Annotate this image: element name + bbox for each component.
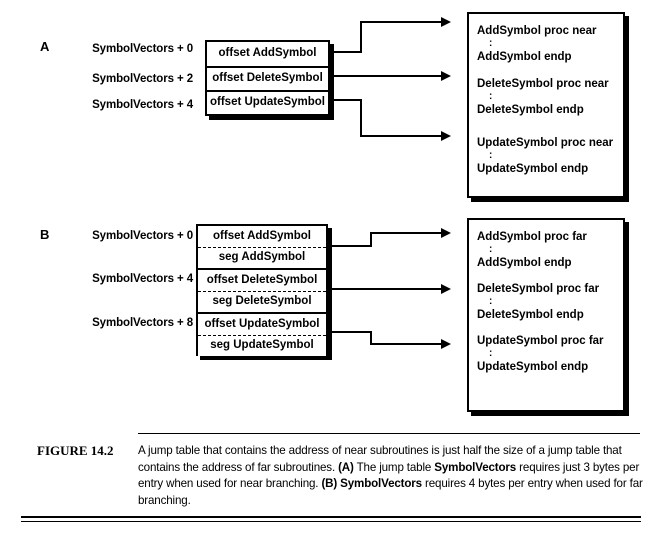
connector-a-1-seg-h xyxy=(332,75,442,77)
code-line-b-0: AddSymbol proc far xyxy=(477,231,587,243)
connector-b-0-seg-v xyxy=(370,232,372,247)
jump-table-b: offset AddSymbol seg AddSymbol offset De… xyxy=(196,224,328,356)
code-ellipsis-b-0: : xyxy=(489,244,493,255)
connector-a-0-arrowhead xyxy=(441,17,451,27)
code-ellipsis-a-2: : xyxy=(489,150,493,161)
connector-b-2-seg-h2 xyxy=(370,343,442,345)
caption-run-4: requires just 3 bytes per entry when use… xyxy=(138,460,640,491)
caption-run-0: A jump table that contains the address o… xyxy=(138,444,622,474)
connector-a-0-seg-v xyxy=(360,21,362,53)
jump-table-b-entry-0-offset: offset AddSymbol xyxy=(198,226,326,247)
connector-b-0-seg-h1 xyxy=(330,245,372,247)
caption-run-6: requires 4 bytes per entry when used for… xyxy=(138,477,643,507)
caption-rule-top xyxy=(138,433,640,434)
connector-b-1-seg-h xyxy=(330,288,442,290)
figure-caption: A jump table that contains the address o… xyxy=(138,443,643,509)
address-label-a-1: SymbolVectors + 2 xyxy=(92,73,193,85)
connector-b-0-arrowhead xyxy=(441,228,451,238)
code-line-a-0: AddSymbol proc near xyxy=(477,25,597,37)
code-line-b-1: AddSymbol endp xyxy=(477,257,572,269)
connector-a-1-arrowhead xyxy=(441,71,451,81)
address-label-b-2: SymbolVectors + 8 xyxy=(92,317,193,329)
jump-table-b-entry-2-seg: seg UpdateSymbol xyxy=(198,335,326,356)
caption-run-5: (B) SymbolVectors xyxy=(321,477,422,490)
connector-a-0-seg-h1 xyxy=(332,51,362,53)
address-label-a-0: SymbolVectors + 0 xyxy=(92,43,193,55)
code-ellipsis-a-1: : xyxy=(489,91,493,102)
code-line-a-5: UpdateSymbol endp xyxy=(477,163,589,175)
connector-b-2-seg-h1 xyxy=(330,331,372,333)
jump-table-a-entry-1: offset DeleteSymbol xyxy=(207,66,328,90)
jump-table-b-group-1: offset DeleteSymbol seg DeleteSymbol xyxy=(198,268,326,312)
code-line-a-2: DeleteSymbol proc near xyxy=(477,78,609,90)
connector-a-2-seg-h1 xyxy=(332,99,362,101)
code-line-b-4: UpdateSymbol proc far xyxy=(477,335,604,347)
jump-table-a: offset AddSymbol offset DeleteSymbol off… xyxy=(205,40,330,116)
address-label-a-2: SymbolVectors + 4 xyxy=(92,99,193,111)
code-line-b-2: DeleteSymbol proc far xyxy=(477,283,600,295)
code-ellipsis-a-0: : xyxy=(489,38,493,49)
caption-run-3: SymbolVectors xyxy=(434,460,517,474)
jump-table-a-entry-0: offset AddSymbol xyxy=(207,42,328,66)
jump-table-b-group-2: offset UpdateSymbol seg UpdateSymbol xyxy=(198,312,326,356)
jump-table-b-entry-1-seg: seg DeleteSymbol xyxy=(198,291,326,312)
connector-a-0-seg-h2 xyxy=(360,21,442,23)
jump-table-a-entry-2: offset UpdateSymbol xyxy=(207,90,328,114)
address-label-b-1: SymbolVectors + 4 xyxy=(92,273,193,285)
connector-b-2-arrowhead xyxy=(441,339,451,349)
code-box-b: AddSymbol proc far : AddSymbol endp Dele… xyxy=(467,218,625,412)
caption-run-1: (A) xyxy=(338,460,354,474)
code-line-a-3: DeleteSymbol endp xyxy=(477,104,584,116)
panel-letter-b: B xyxy=(40,227,50,242)
figure-label: FIGURE 14.2 xyxy=(37,443,114,458)
connector-a-2-seg-h2 xyxy=(360,135,442,137)
caption-rule-bottom-thick xyxy=(21,516,641,518)
address-label-b-0: SymbolVectors + 0 xyxy=(92,230,193,242)
caption-rule-bottom-thin xyxy=(21,521,641,522)
code-box-a: AddSymbol proc near : AddSymbol endp Del… xyxy=(467,12,625,198)
jump-table-b-entry-2-offset: offset UpdateSymbol xyxy=(198,314,326,335)
connector-b-1-arrowhead xyxy=(441,284,451,294)
code-ellipsis-b-1: : xyxy=(489,296,493,307)
connector-b-2-seg-v xyxy=(370,331,372,345)
jump-table-b-group-0: offset AddSymbol seg AddSymbol xyxy=(198,226,326,268)
jump-table-b-entry-0-seg: seg AddSymbol xyxy=(198,247,326,268)
jump-table-b-entry-1-offset: offset DeleteSymbol xyxy=(198,270,326,291)
connector-a-2-arrowhead xyxy=(441,131,451,141)
code-line-a-1: AddSymbol endp xyxy=(477,51,572,63)
connector-b-0-seg-h2 xyxy=(370,232,442,234)
connector-a-2-seg-v xyxy=(360,99,362,137)
panel-letter-a: A xyxy=(40,39,50,54)
code-line-b-5: UpdateSymbol endp xyxy=(477,361,589,373)
code-ellipsis-b-2: : xyxy=(489,348,493,359)
caption-run-2: The jump table xyxy=(353,460,435,474)
code-line-b-3: DeleteSymbol endp xyxy=(477,309,584,321)
code-line-a-4: UpdateSymbol proc near xyxy=(477,137,614,149)
